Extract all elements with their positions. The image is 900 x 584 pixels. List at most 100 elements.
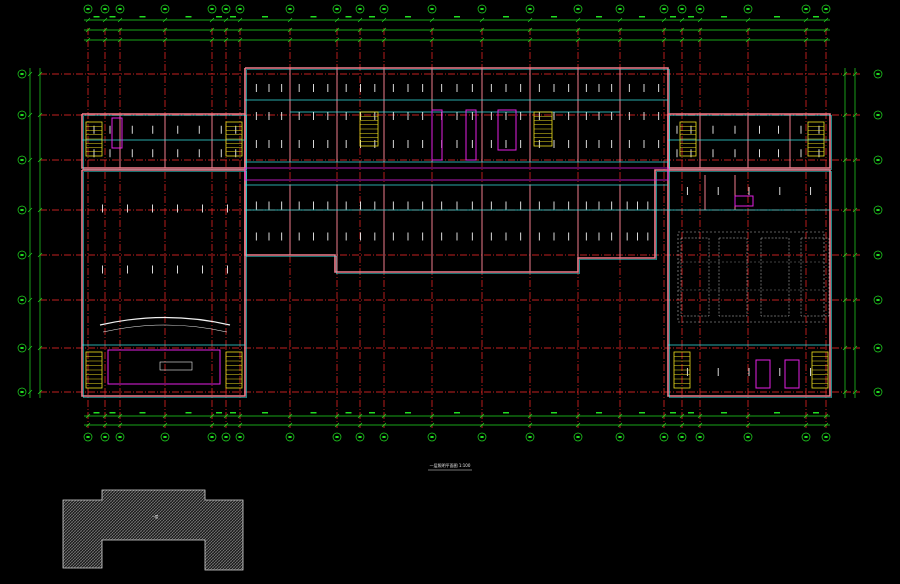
dimension-value-mark bbox=[813, 412, 819, 414]
dimension-tick bbox=[527, 37, 533, 43]
dimension-tick bbox=[37, 252, 43, 258]
dimension-value-mark bbox=[670, 412, 676, 414]
dimension-value-mark bbox=[262, 16, 268, 18]
dimension-tick bbox=[334, 27, 340, 33]
dimension-tick bbox=[679, 37, 685, 43]
dimension-tick bbox=[617, 422, 623, 428]
dimension-tick bbox=[803, 17, 809, 23]
toilet-block-outline bbox=[784, 359, 800, 389]
dimension-tick bbox=[237, 422, 243, 428]
grid-bubble-label-mark bbox=[804, 436, 808, 438]
dimension-tick bbox=[85, 413, 91, 419]
grid-bubble-label-mark bbox=[528, 8, 532, 10]
dimension-value-mark bbox=[670, 16, 676, 18]
court-rectangle bbox=[718, 237, 748, 317]
court-rectangle bbox=[760, 237, 790, 317]
dimension-tick bbox=[697, 27, 703, 33]
dimension-value-mark bbox=[310, 16, 317, 18]
dimension-tick bbox=[117, 422, 123, 428]
dimension-value-mark bbox=[551, 412, 557, 414]
toilet-block-outline bbox=[497, 109, 517, 151]
dimension-tick bbox=[334, 37, 340, 43]
dimension-value-mark bbox=[405, 16, 411, 18]
grid-bubble-label-mark bbox=[576, 8, 580, 10]
dimension-tick bbox=[237, 37, 243, 43]
dimension-tick bbox=[117, 413, 123, 419]
dimension-tick bbox=[102, 413, 108, 419]
dimension-tick bbox=[223, 413, 229, 419]
grid-bubble-label-mark bbox=[876, 299, 880, 301]
dimension-tick bbox=[679, 413, 685, 419]
grid-bubble-label-mark bbox=[118, 8, 122, 10]
grid-bubble-label-mark bbox=[118, 436, 122, 438]
grid-bubble-label-mark bbox=[238, 8, 242, 10]
dimension-tick bbox=[429, 413, 435, 419]
dimension-tick bbox=[617, 413, 623, 419]
dimension-tick bbox=[842, 345, 848, 351]
auditorium-seating-arc-2 bbox=[102, 324, 228, 333]
dimension-tick bbox=[852, 157, 858, 163]
stage-outline bbox=[107, 349, 221, 385]
dimension-tick bbox=[27, 71, 33, 77]
dimension-value-mark bbox=[230, 412, 236, 414]
grid-bubble-label-mark bbox=[618, 8, 622, 10]
dimension-tick bbox=[527, 27, 533, 33]
grid-bubble-label-mark bbox=[876, 254, 880, 256]
dimension-tick bbox=[661, 17, 667, 23]
dimension-lines bbox=[27, 16, 858, 428]
dimension-tick bbox=[209, 17, 215, 23]
dimension-tick bbox=[617, 27, 623, 33]
key-plan-outline bbox=[62, 489, 244, 571]
grid-bubble-label-mark bbox=[335, 8, 339, 10]
grid-bubble-label-mark bbox=[430, 8, 434, 10]
grid-bubble-label-mark bbox=[224, 8, 228, 10]
dimension-value-mark bbox=[639, 16, 645, 18]
dimension-tick bbox=[27, 297, 33, 303]
grid-bubble-label-mark bbox=[20, 347, 24, 349]
dimension-tick bbox=[852, 297, 858, 303]
dimension-tick bbox=[27, 157, 33, 163]
dimension-tick bbox=[102, 17, 108, 23]
dimension-tick bbox=[102, 422, 108, 428]
grid-bubble-label-mark bbox=[382, 8, 386, 10]
key-plan: 一层 bbox=[62, 489, 244, 571]
dimension-tick bbox=[27, 389, 33, 395]
dimension-tick bbox=[381, 17, 387, 23]
grid-bubble-label-mark bbox=[876, 347, 880, 349]
dimension-tick bbox=[37, 389, 43, 395]
dimension-tick bbox=[527, 17, 533, 23]
dimension-tick bbox=[85, 422, 91, 428]
grid-bubble-label-mark bbox=[358, 436, 362, 438]
dimension-tick bbox=[223, 422, 229, 428]
grid-bubble-label-mark bbox=[876, 73, 880, 75]
dimension-tick bbox=[479, 27, 485, 33]
dimension-tick bbox=[37, 112, 43, 118]
dimension-tick bbox=[803, 27, 809, 33]
dimension-tick bbox=[429, 17, 435, 23]
dimension-tick bbox=[697, 413, 703, 419]
dimension-tick bbox=[357, 37, 363, 43]
dimension-tick bbox=[852, 71, 858, 77]
dimension-value-mark bbox=[774, 16, 780, 18]
dimension-tick bbox=[823, 27, 829, 33]
dimension-tick bbox=[697, 17, 703, 23]
dimension-value-mark bbox=[369, 16, 375, 18]
auditorium-seating-arc bbox=[99, 316, 231, 326]
grid-bubble-label-mark bbox=[20, 254, 24, 256]
dimension-tick bbox=[237, 27, 243, 33]
grid-bubble-label-mark bbox=[20, 114, 24, 116]
court-outline bbox=[677, 231, 825, 323]
dimension-tick bbox=[617, 17, 623, 23]
dimension-tick bbox=[842, 71, 848, 77]
toilet-block-outline bbox=[465, 109, 477, 161]
grid-bubble-label-mark bbox=[163, 436, 167, 438]
dimension-tick bbox=[223, 17, 229, 23]
dimension-value-mark bbox=[185, 16, 192, 18]
grid-bubble-label-mark bbox=[238, 436, 242, 438]
dimension-tick bbox=[85, 17, 91, 23]
dimension-value-mark bbox=[185, 412, 192, 414]
dimension-tick bbox=[842, 157, 848, 163]
dimension-tick bbox=[429, 37, 435, 43]
